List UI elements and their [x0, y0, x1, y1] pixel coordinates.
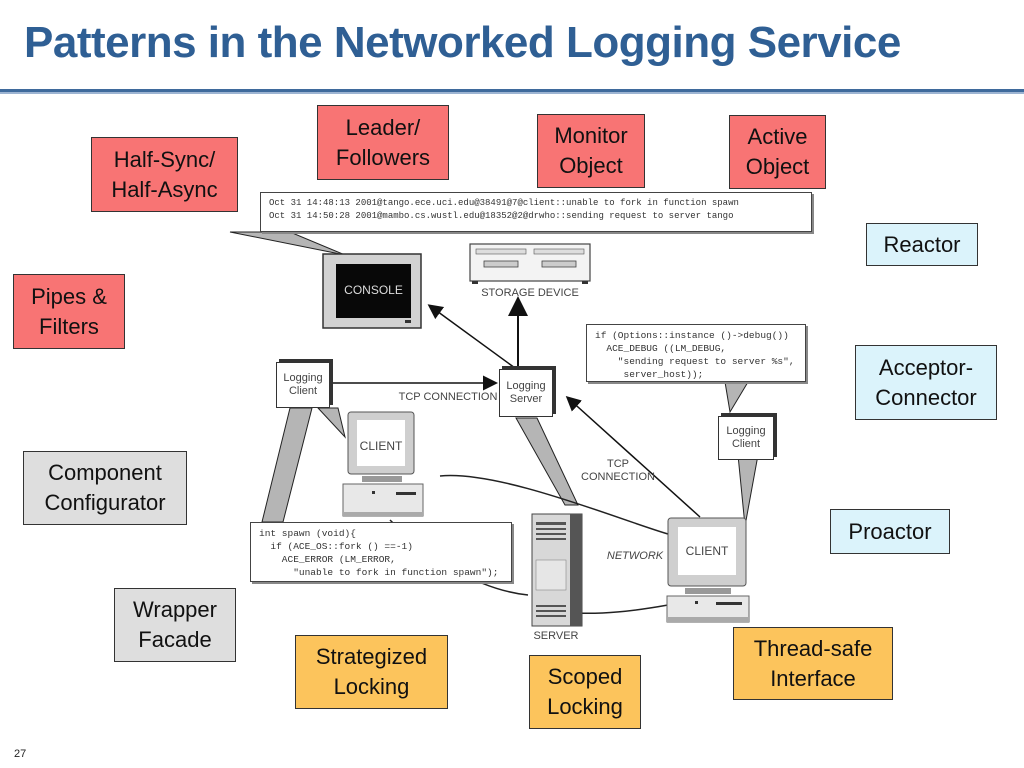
client-computer-left	[342, 411, 424, 517]
callout-tail-client-left	[316, 407, 346, 439]
callout-tail-logging-client-left	[261, 407, 313, 523]
pattern-leader-followers: Leader/ Followers	[317, 105, 449, 180]
title-divider	[0, 89, 1024, 92]
pattern-strategized-locking: Strategized Locking	[295, 635, 448, 709]
callout-tail-code-right	[724, 381, 749, 414]
arrow-client-to-server	[565, 395, 701, 518]
pattern-acceptor-connector: Acceptor- Connector	[855, 345, 997, 420]
logging-client-left: Logging Client	[276, 362, 330, 408]
pattern-pipes-filters: Pipes & Filters	[13, 274, 125, 349]
pattern-reactor: Reactor	[866, 223, 978, 266]
console-label: CONSOLE	[344, 283, 403, 297]
logging-server: Logging Server	[499, 369, 553, 417]
pattern-monitor-object: Monitor Object	[537, 114, 645, 188]
client-label-left: CLIENT	[359, 439, 403, 453]
pattern-scoped-locking: Scoped Locking	[529, 655, 641, 729]
tcp-connection-label-2: TCP CONNECTION	[581, 458, 655, 483]
log-output-box: Oct 31 14:48:13 2001@tango.ece.uci.edu@3…	[260, 192, 812, 232]
pattern-half-sync-half-async: Half-Sync/ Half-Async	[91, 137, 238, 212]
storage-device-label: STORAGE DEVICE	[481, 287, 579, 299]
callout-tail-server	[515, 417, 579, 506]
callout-tail-log	[229, 231, 346, 256]
pattern-active-object: Active Object	[729, 115, 826, 189]
callout-tail-logging-client-right	[737, 454, 759, 527]
slide-title: Patterns in the Networked Logging Servic…	[24, 18, 901, 67]
pattern-wrapper-facade: Wrapper Facade	[114, 588, 236, 662]
client-computer-right	[666, 517, 750, 623]
logging-client-right: Logging Client	[718, 416, 774, 460]
network-cable-1	[439, 474, 669, 535]
console-monitor	[322, 253, 422, 329]
pattern-proactor: Proactor	[830, 509, 950, 554]
pattern-component-configurator: Component Configurator	[23, 451, 187, 525]
tcp-connection-label-1: TCP CONNECTION	[398, 391, 498, 403]
storage-device	[469, 243, 591, 284]
client-label-right: CLIENT	[685, 544, 729, 558]
pattern-thread-safe-interface: Thread-safe Interface	[733, 627, 893, 700]
title-divider-light	[0, 92, 1024, 94]
server-label: SERVER	[533, 630, 579, 642]
network-label: NETWORK	[606, 550, 664, 562]
page-number: 27	[14, 748, 27, 760]
client-code-right: if (Options::instance ()->debug()) ACE_D…	[586, 324, 806, 382]
client-code-left: int spawn (void){ if (ACE_OS::fork () ==…	[250, 522, 512, 582]
arrow-server-to-console	[427, 304, 516, 369]
server-tower	[531, 513, 583, 627]
